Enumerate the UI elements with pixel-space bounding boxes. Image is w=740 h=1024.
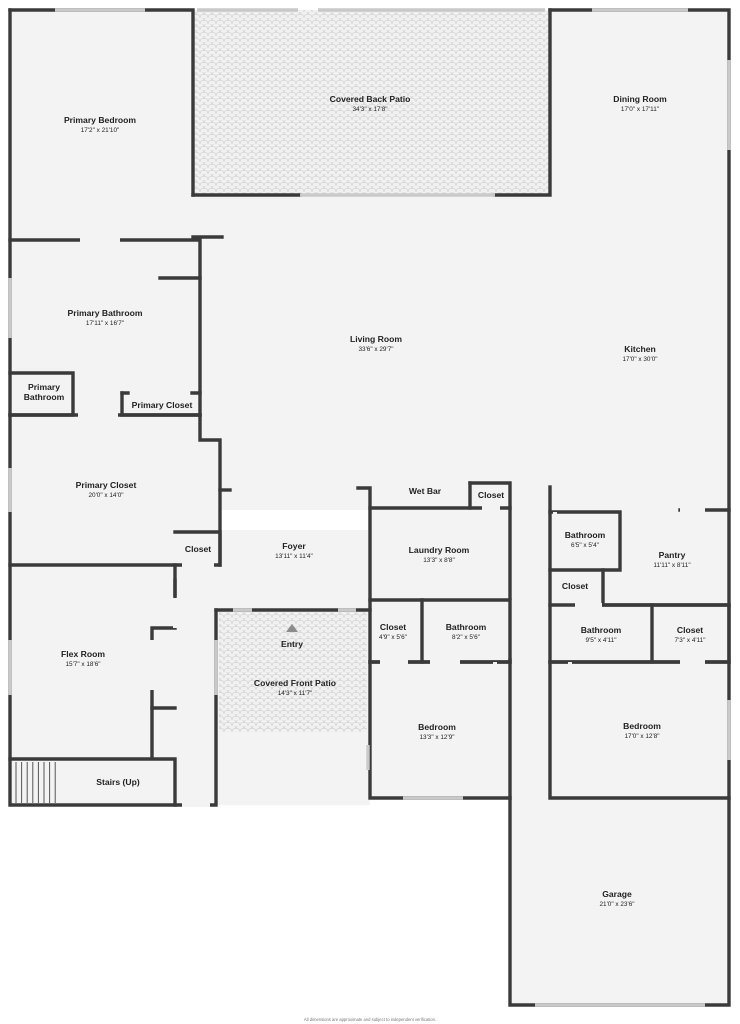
bathroom-kitchen-dims: 6'5" x 5'4" <box>571 542 599 549</box>
closet-left-name: Closet <box>185 544 211 554</box>
laundry-room-name: Laundry Room <box>409 545 470 555</box>
flex-room-name: Flex Room <box>61 649 105 659</box>
primary-bedroom-name: Primary Bedroom <box>64 115 136 125</box>
pantry-dims: 11'11" x 8'11" <box>653 562 690 569</box>
closet-wetbar-name: Closet <box>478 490 504 500</box>
bedroom-mid-name: Bedroom <box>418 722 456 732</box>
closet-far-right-name: Closet <box>677 625 703 635</box>
living-room-name: Living Room <box>350 334 402 344</box>
front-patio-dims: 14'3" x 11'7" <box>278 690 313 697</box>
bedroom-right-dims: 17'0" x 12'8" <box>624 733 659 740</box>
closet-mid-dims: 4'9" x 5'6" <box>379 634 407 641</box>
primary-closet-dims: 20'0" x 14'0" <box>88 492 123 499</box>
room-labels: Primary Bedroom 17'2" x 21'10" Covered B… <box>24 94 706 1022</box>
foyer-dims: 13'11" x 11'4" <box>275 553 313 560</box>
entry-name: Entry <box>281 639 303 649</box>
back-patio-name: Covered Back Patio <box>330 94 411 104</box>
laundry-room-dims: 13'3" x 8'8" <box>423 557 455 564</box>
bathroom-right-dims: 9'5" x 4'11" <box>585 637 616 644</box>
garage-dims: 21'0" x 23'6" <box>599 901 634 908</box>
stairs-treads <box>10 760 173 803</box>
kitchen-dims: 17'0" x 30'0" <box>622 356 657 363</box>
closet-mid-name: Closet <box>380 622 406 632</box>
primary-bathroom-dims: 17'11" x 16'7" <box>86 320 124 327</box>
wet-bar-name: Wet Bar <box>409 486 442 496</box>
door-openings <box>78 200 705 807</box>
bathroom-kitchen-name: Bathroom <box>565 530 606 540</box>
dining-room-dims: 17'0" x 17'11" <box>621 106 659 113</box>
dining-room-name: Dining Room <box>613 94 667 104</box>
closet-far-right-dims: 7'3" x 4'11" <box>674 637 705 644</box>
primary-bathroom-small-line2: Bathroom <box>24 392 65 402</box>
pantry-name: Pantry <box>659 550 686 560</box>
bedroom-right-name: Bedroom <box>623 721 661 731</box>
bathroom-right-name: Bathroom <box>581 625 622 635</box>
windows <box>8 8 731 1007</box>
primary-closet-small-name: Primary Closet <box>132 400 193 410</box>
primary-bathroom-name: Primary Bathroom <box>68 308 143 318</box>
flex-room-dims: 15'7" x 18'6" <box>65 661 100 668</box>
foyer-name: Foyer <box>282 541 306 551</box>
closet-right-small-name: Closet <box>562 581 588 591</box>
entry-arrow-icon <box>286 624 298 632</box>
garage-name: Garage <box>602 889 632 899</box>
primary-closet-name: Primary Closet <box>76 480 137 490</box>
back-patio-dims: 34'3" x 17'8" <box>352 106 387 113</box>
kitchen-name: Kitchen <box>624 344 656 354</box>
bathroom-mid-dims: 8'2" x 5'6" <box>452 634 480 641</box>
living-room-dims: 33'6" x 29'7" <box>358 346 393 353</box>
bathroom-mid-name: Bathroom <box>446 622 487 632</box>
primary-bedroom-dims: 17'2" x 21'10" <box>81 127 120 134</box>
primary-bathroom-small-line1: Primary <box>28 382 60 392</box>
stairs-name: Stairs (Up) <box>96 777 140 787</box>
footer-disclaimer: All dimensions are approximate and subje… <box>304 1017 436 1022</box>
back-patio-floor <box>193 10 550 195</box>
bedroom-mid-dims: 13'3" x 12'9" <box>419 734 454 741</box>
front-patio-name: Covered Front Patio <box>254 678 336 688</box>
